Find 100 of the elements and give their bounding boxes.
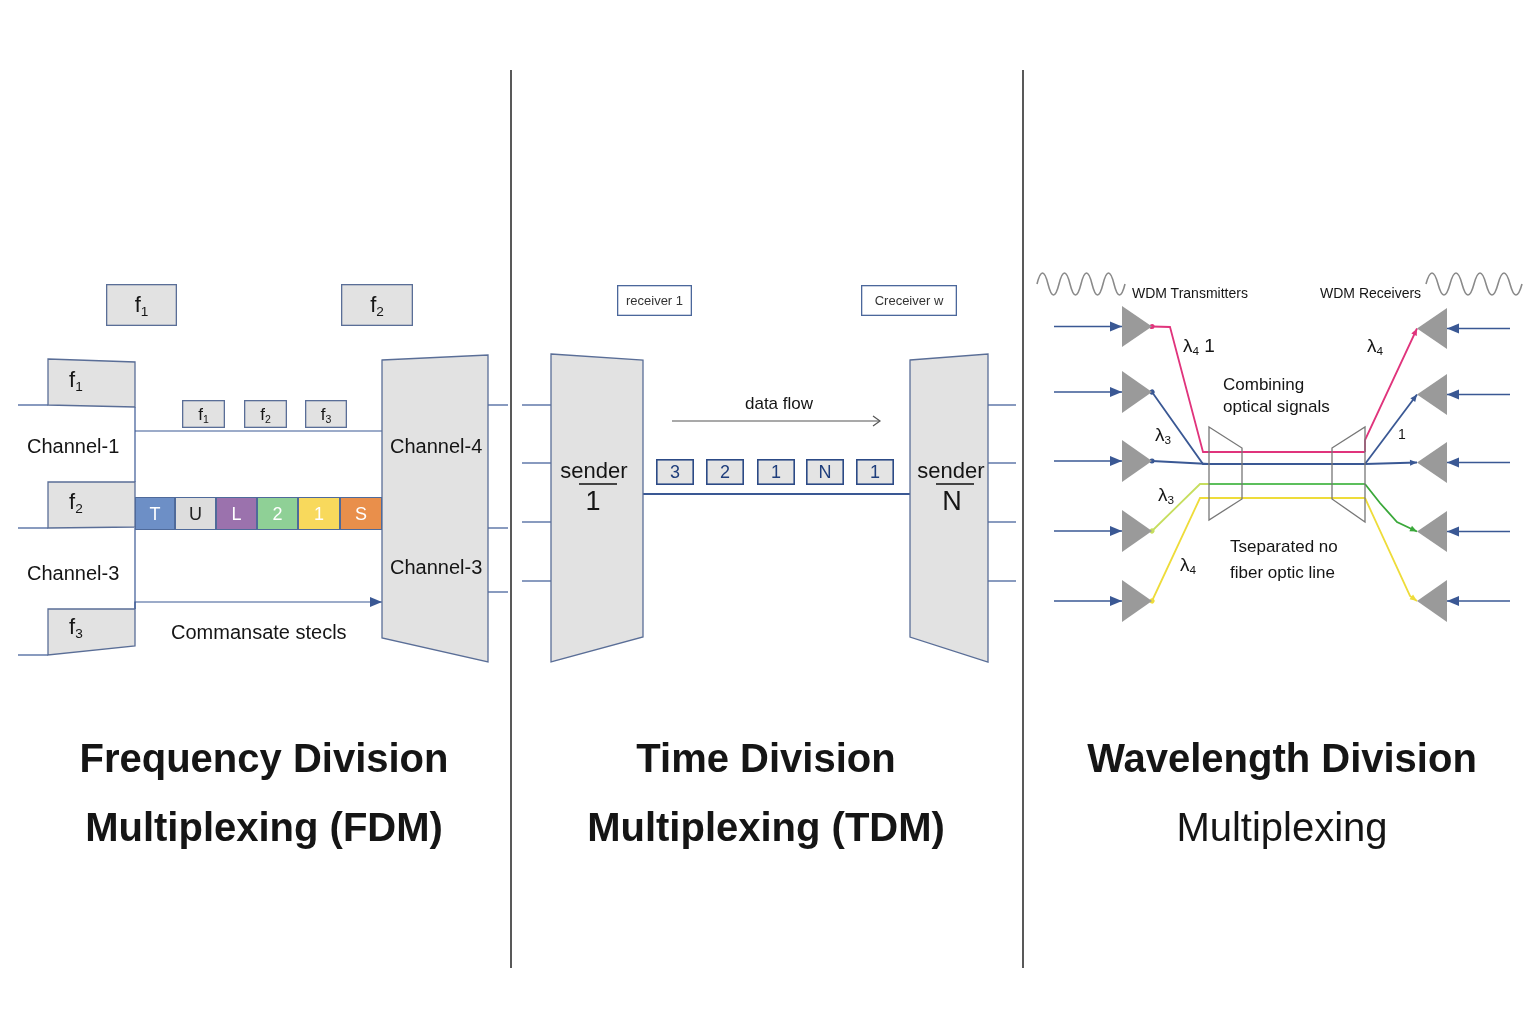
channel-label: Channel-1 bbox=[27, 436, 120, 456]
input-arrow bbox=[1053, 456, 1123, 466]
fiber-line bbox=[1208, 463, 1366, 465]
amplifier-triangle bbox=[1122, 371, 1152, 413]
frequency-label: f$_{3}$ bbox=[320, 405, 332, 423]
frequency-box bbox=[341, 284, 413, 326]
channel-label: Channel-3 bbox=[390, 557, 483, 577]
channel-label: Channel-4 bbox=[390, 436, 483, 456]
connector-line bbox=[521, 462, 552, 464]
connector-line bbox=[17, 404, 49, 406]
channel-label: Channel-3 bbox=[27, 563, 120, 583]
input-block bbox=[48, 609, 135, 655]
fiber-line bbox=[1208, 483, 1366, 485]
amplifier-triangle bbox=[1417, 442, 1447, 483]
amplifier-triangle bbox=[1122, 510, 1152, 552]
frequency-label: f$_{2}$ bbox=[260, 405, 271, 423]
input-arrow bbox=[1446, 526, 1511, 537]
fiber-line bbox=[1364, 483, 1418, 533]
slot-label: 2 bbox=[272, 504, 283, 523]
input-block bbox=[48, 359, 135, 407]
fiber-line bbox=[1208, 497, 1366, 499]
panel-title: Frequency Division Multiplexing (FDM) bbox=[78, 735, 450, 851]
slot-label: 1 bbox=[314, 504, 324, 523]
section-label: WDM Transmitters bbox=[1132, 286, 1248, 300]
receiver-box bbox=[861, 285, 957, 316]
caption-text: Commansate stecls bbox=[171, 622, 347, 642]
edge-label: λ$_{3}$ bbox=[1155, 425, 1172, 444]
sender-label: sender bbox=[560, 460, 628, 482]
packet-box bbox=[806, 459, 844, 485]
input-arrow bbox=[1446, 389, 1511, 400]
edge-label: λ$_{3}$ bbox=[1158, 485, 1175, 504]
packet-box bbox=[856, 459, 894, 485]
amplifier-triangle bbox=[1417, 511, 1447, 552]
section-label: WDM Receivers bbox=[1320, 286, 1422, 300]
fiber-line bbox=[1208, 451, 1366, 453]
sender-block bbox=[910, 354, 988, 662]
amplifier-triangle bbox=[1417, 308, 1447, 349]
fiber-line bbox=[1149, 323, 1210, 453]
fiber-line bbox=[1149, 458, 1210, 465]
sender-number: 1 bbox=[585, 488, 601, 515]
frequency-box bbox=[305, 400, 347, 428]
connector-line bbox=[521, 521, 552, 523]
frequency-box bbox=[106, 284, 177, 326]
slot-label: U bbox=[189, 504, 202, 523]
amplifier-triangle bbox=[1417, 580, 1447, 622]
packet-label: 1 bbox=[771, 463, 781, 481]
sender-number: N bbox=[942, 488, 962, 515]
amplifier-triangle bbox=[1122, 306, 1152, 347]
panel-title: Wavelength Division Multiplexing bbox=[1086, 735, 1478, 851]
panel-title: Time Division Multiplexing (TDM) bbox=[586, 735, 946, 851]
connector-line bbox=[134, 406, 136, 483]
input-arrow bbox=[1446, 457, 1511, 468]
amplifier-triangle bbox=[1122, 440, 1152, 482]
connector-line bbox=[17, 654, 49, 656]
input-arrow bbox=[1053, 321, 1123, 332]
multiplexer-block bbox=[382, 355, 488, 662]
receiver-label: receiver 1 bbox=[625, 294, 684, 307]
edge-label: 1 bbox=[1398, 427, 1406, 441]
packet-box bbox=[656, 459, 694, 485]
slot-label: L bbox=[231, 504, 242, 523]
input-arrow bbox=[1446, 596, 1511, 606]
caption-text: Combining optical signals bbox=[1223, 374, 1331, 418]
fiber-line bbox=[1364, 459, 1418, 466]
arrow bbox=[134, 597, 383, 610]
fiber-line bbox=[1149, 483, 1210, 534]
edge-label: λ$_{4}$ bbox=[1367, 336, 1384, 355]
connector-line bbox=[17, 527, 49, 529]
slot-label: S bbox=[355, 504, 367, 523]
connector-line bbox=[134, 430, 383, 432]
fiber-line bbox=[1364, 393, 1418, 465]
packet-box bbox=[757, 459, 795, 485]
sender-label: sender bbox=[917, 460, 985, 482]
packet-label: N bbox=[818, 463, 832, 481]
multiplexer-outline bbox=[1209, 427, 1242, 520]
frequency-label: f$_{1}$ bbox=[69, 369, 83, 391]
frequency-label: f$_{1}$ bbox=[134, 294, 149, 316]
input-arrow bbox=[1446, 323, 1511, 334]
frequency-label: f$_{1}$ bbox=[198, 405, 209, 423]
connector-line bbox=[521, 580, 552, 582]
edge-label: λ$_{4}$ 1 bbox=[1183, 336, 1215, 355]
input-block bbox=[48, 482, 135, 528]
input-arrow bbox=[1053, 387, 1123, 397]
amplifier-triangle bbox=[1417, 374, 1447, 415]
receiver-box bbox=[617, 285, 692, 316]
demultiplexer-outline bbox=[1332, 427, 1365, 522]
packet-box bbox=[706, 459, 744, 485]
packet-label: 2 bbox=[720, 463, 730, 481]
caption-text: Tseparated no fiber optic line bbox=[1230, 536, 1339, 584]
receiver-label: Creceiver w bbox=[874, 294, 944, 307]
connector-line bbox=[521, 404, 552, 406]
sender-block bbox=[551, 354, 643, 662]
frequency-label: f$_{2}$ bbox=[370, 294, 384, 316]
fiber-line bbox=[1149, 497, 1210, 604]
edge-label: λ$_{4}$ bbox=[1180, 555, 1197, 574]
frequency-label: f$_{2}$ bbox=[69, 491, 83, 513]
input-arrow bbox=[1053, 526, 1123, 536]
fiber-line bbox=[1364, 497, 1418, 602]
frequency-box bbox=[244, 400, 287, 428]
flow-label: data flow bbox=[745, 395, 813, 412]
frequency-box bbox=[182, 400, 225, 428]
